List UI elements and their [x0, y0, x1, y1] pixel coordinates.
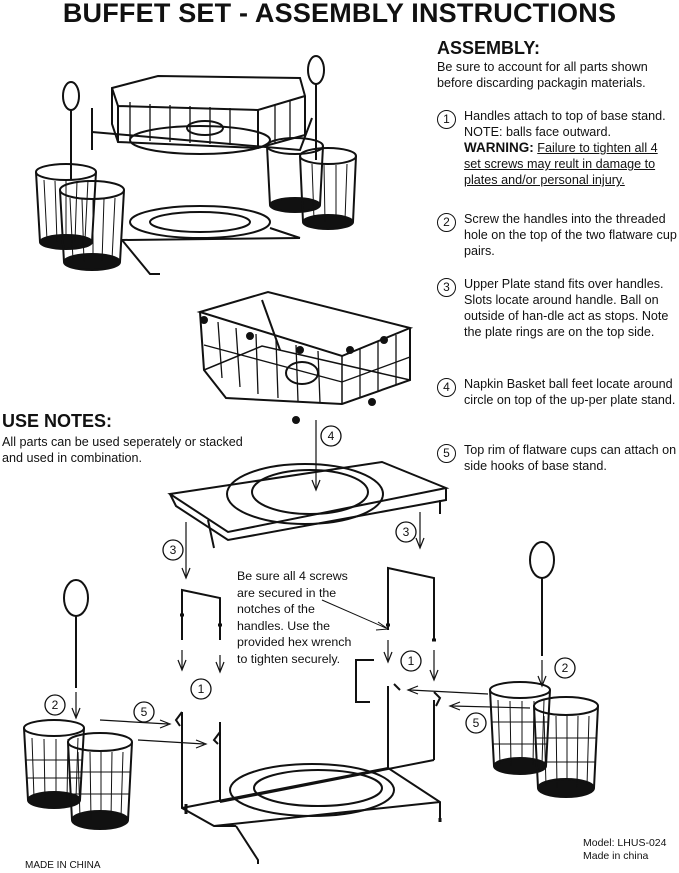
callout-5-right-label: 5 [473, 716, 480, 730]
callout-5-right-circle [465, 712, 487, 734]
assembled-set-illustration [35, 55, 357, 275]
use-notes-heading: USE NOTES: [2, 411, 113, 431]
callout-3-right-label: 3 [403, 525, 410, 539]
assembly-heading: ASSEMBLY: [437, 38, 541, 58]
callout-1-left-label: 1 [198, 682, 205, 696]
callout-4-circle [320, 425, 342, 447]
callout-5-left-circle [133, 701, 155, 723]
callout-1-right-label: 1 [408, 654, 415, 668]
warning-label: WARNING: [464, 140, 534, 155]
napkin-basket-illustration [196, 290, 414, 424]
step-text: Screw the handles into the threaded hole… [464, 212, 677, 258]
callout-2-right-circle [554, 657, 576, 679]
screw-note: Be sure all 4 screws are secured in the … [237, 569, 352, 666]
use-notes-text: All parts can be used seperately or stac… [2, 435, 243, 465]
model-number: Model: LHUS-024 [583, 837, 667, 849]
step-number: 2 [437, 213, 456, 232]
callout-3-right-circle [395, 521, 417, 543]
callout-2-left-circle [44, 694, 66, 716]
upper-plate-stand-illustration [167, 460, 450, 549]
callout-1-left-circle [190, 678, 212, 700]
step-text: Upper Plate stand fits over handles. Slo… [464, 277, 669, 339]
step-number: 5 [437, 444, 456, 463]
base-stand-illustration [174, 566, 442, 864]
callout-markers [44, 425, 576, 734]
model-made-in: Made in china [583, 850, 649, 862]
callout-3-left-label: 3 [170, 543, 177, 557]
left-cup-pair-illustration [23, 579, 133, 830]
callout-5-left-label: 5 [141, 705, 148, 719]
step-text: Handles attach to top of base stand. NOT… [464, 109, 666, 139]
step-text: Top rim of flatware cups can attach on s… [464, 443, 677, 473]
assembly-intro: Be sure to account for all parts shown b… [437, 60, 648, 90]
made-in-label: MADE IN CHINA [25, 860, 101, 871]
warning-text: Failure to tighten all 4 set screws may … [464, 141, 658, 187]
callout-2-left-label: 2 [52, 698, 59, 712]
page-title: BUFFET SET - ASSEMBLY INSTRUCTIONS [62, 0, 617, 28]
right-cup-pair-illustration [489, 541, 599, 798]
step-number: 3 [437, 278, 456, 297]
step-number: 4 [437, 378, 456, 397]
callout-3-left-circle [162, 539, 184, 561]
callout-1-right-circle [400, 650, 422, 672]
step-number: 1 [437, 110, 456, 129]
step-text: Napkin Basket ball feet locate around ci… [464, 377, 676, 407]
callout-4-label: 4 [328, 429, 335, 443]
callout-2-right-label: 2 [562, 661, 569, 675]
model-info: Model: LHUS-024 Made in china [583, 837, 666, 863]
